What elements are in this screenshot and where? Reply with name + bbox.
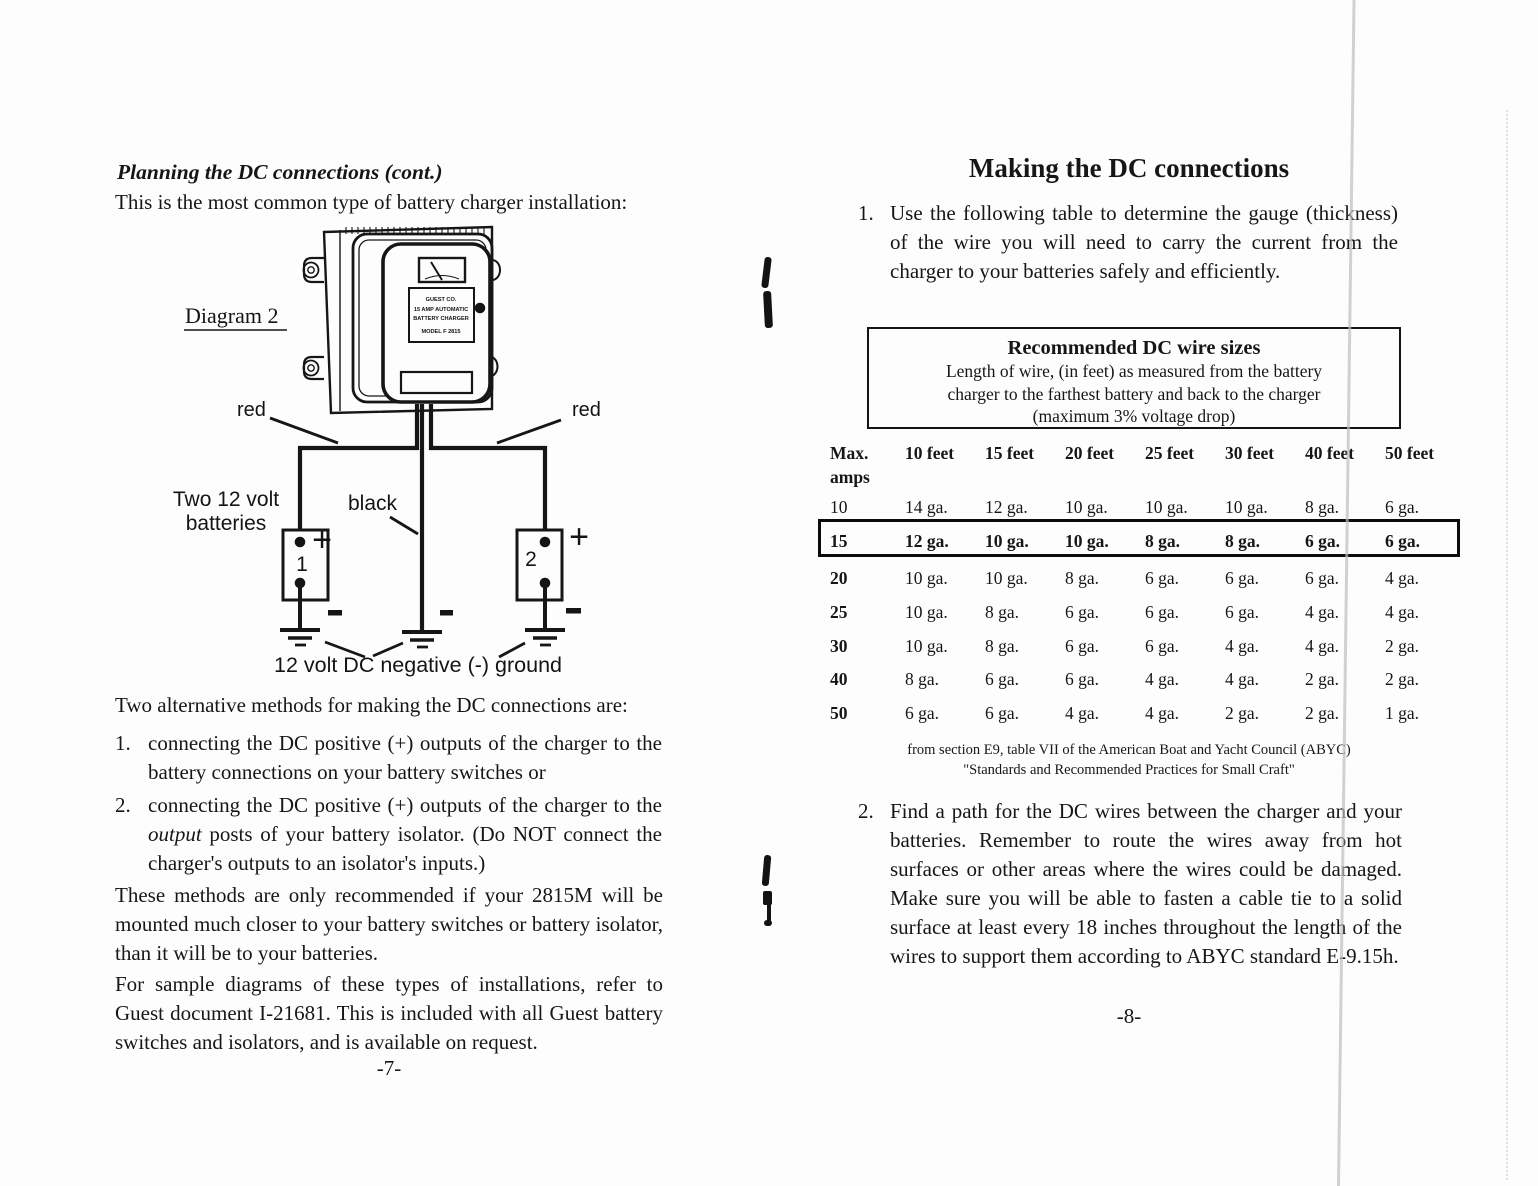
table-header: 50 feet [1385, 443, 1435, 463]
left-paragraph-1: These methods are only recommended if yo… [115, 883, 663, 965]
table-row: 20 10 ga.10 ga. 8 ga.6 ga. 6 ga.6 ga. 4 … [830, 568, 1420, 588]
staple-mark [763, 290, 773, 329]
table-footnote: from section E9, table VII of the Americ… [907, 742, 1351, 778]
staple-mark [764, 920, 772, 926]
charger-front-panel [381, 242, 492, 404]
right-item-1-text: Use the following table to determine the… [890, 201, 1398, 283]
staple-mark [767, 903, 771, 923]
table-row-highlighted: 15 12 ga.10 ga. 10 ga.8 ga. 8 ga.6 ga. 6… [830, 531, 1420, 551]
table-row: 40 8 ga.6 ga. 6 ga.4 ga. 4 ga.2 ga. 2 ga… [830, 669, 1420, 689]
right-item-1-number: 1. [858, 201, 874, 225]
list-item-2-post: posts of your battery isolator. (Do NOT … [148, 822, 662, 875]
terminal-cover [399, 370, 474, 395]
battery-2 [515, 528, 564, 602]
red-wire-right [428, 404, 548, 542]
nameplate-line: GUEST CO. [426, 297, 457, 303]
right-page-number: -8- [1116, 1004, 1142, 1028]
table-row: 10 14 ga.12 ga. 10 ga.10 ga. 10 ga.8 ga.… [830, 497, 1420, 517]
staple-mark [761, 854, 772, 887]
table-row: 30 10 ga.8 ga. 6 ga.6 ga. 4 ga.4 ga. 2 g… [830, 636, 1420, 656]
battery-2-number: 2 [525, 548, 537, 571]
batteries-label-line2: batteries [186, 512, 267, 535]
nameplate-line: BATTERY CHARGER [413, 316, 469, 322]
scan-dotted-line [1506, 110, 1508, 1180]
table-header: 30 feet [1225, 443, 1275, 463]
right-page-title: Making the DC connections [968, 153, 1290, 183]
right-item-2-text: Find a path for the DC wires between the… [890, 799, 1402, 968]
left-page-heading: Planning the DC connections (cont.) [117, 160, 443, 184]
charger-meter [417, 256, 467, 284]
charger-nameplate [408, 287, 475, 343]
wire-size-sub3: (maximum 3% voltage drop) [1032, 406, 1236, 426]
table-header: 40 feet [1305, 443, 1355, 463]
left-page-number: -7- [376, 1056, 402, 1080]
nameplate-line: MODEL F 2815 [421, 329, 460, 335]
list-item-2-number: 2. [115, 793, 131, 817]
wire-size-caption-box: Recommended DC wire sizes Length of wire… [867, 327, 1401, 429]
wire-size-sub1: Length of wire, (in feet) as measured fr… [945, 361, 1323, 381]
callout-pointers [269, 416, 562, 659]
right-item-2-number: 2. [858, 799, 874, 823]
wiring-diagram: Diagram 2 [173, 225, 601, 677]
table-row: 50 6 ga.6 ga. 4 ga.4 ga. 2 ga.2 ga. 1 ga… [830, 703, 1420, 723]
batteries-label-line1: Two 12 volt [173, 488, 279, 511]
panel-knob [474, 302, 486, 314]
plus-signs: + + [312, 518, 589, 559]
list-item-2-pre: connecting the DC positive (+) outputs o… [148, 793, 662, 817]
diagram-caption: Diagram 2 [185, 303, 278, 328]
staple-mark [763, 891, 772, 905]
svg-text:+: + [312, 521, 332, 559]
list-item-2-text: connecting the DC positive (+) outputs o… [148, 791, 662, 878]
red-label-left: red [237, 399, 266, 421]
nameplate-line: 15 AMP AUTOMATIC [414, 307, 468, 313]
battery-1 [281, 528, 330, 602]
table-header: 20 feet [1065, 443, 1115, 463]
table-header: 15 feet [985, 443, 1035, 463]
red-wire-left [297, 404, 420, 542]
battery-1-number: 1 [296, 553, 308, 576]
wire-size-title: Recommended DC wire sizes [1007, 337, 1261, 359]
highlighted-row-box [818, 519, 1460, 557]
ground-label: 12 volt DC negative (-) ground [274, 653, 562, 677]
list-item-1-text: connecting the DC positive (+) outputs o… [148, 731, 662, 784]
minus-signs [328, 608, 581, 616]
table-row: 25 10 ga.8 ga. 6 ga.6 ga. 6 ga.4 ga. 4 g… [830, 602, 1420, 622]
staple-mark [761, 256, 772, 289]
wire-size-sub2: charger to the farthest battery and back… [947, 383, 1321, 404]
svg-text:+: + [569, 518, 589, 556]
left-page-intro: This is the most common type of battery … [115, 190, 628, 214]
list-item-2-italic: output [148, 822, 202, 846]
table-header: 25 feet [1145, 443, 1195, 463]
table-header: 10 feet [905, 443, 955, 463]
alt-methods-intro: Two alternative methods for making the D… [115, 693, 628, 717]
black-label: black [348, 492, 398, 515]
table-header-maxamps: Max. amps [830, 443, 870, 487]
red-label-right: red [572, 399, 601, 421]
list-item-1-number: 1. [115, 731, 131, 755]
left-paragraph-2: For sample diagrams of these types of in… [115, 972, 663, 1054]
table-header-row: Max. amps 10 feet 15 feet 20 feet 25 fee… [830, 441, 1465, 489]
